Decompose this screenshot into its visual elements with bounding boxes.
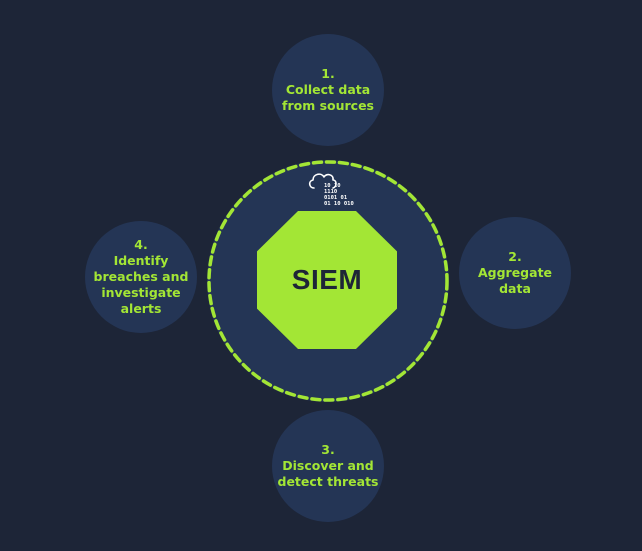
step-label-line: Discover and bbox=[282, 458, 374, 473]
siem-label: SIEM bbox=[291, 264, 363, 295]
step-number: 1. bbox=[321, 66, 335, 81]
step-label-line: Collect data bbox=[285, 82, 371, 97]
step-number: 4. bbox=[134, 237, 148, 252]
step-aggregate-data: 2. Aggregate data bbox=[459, 217, 571, 329]
step-label-line: alerts bbox=[120, 301, 162, 316]
step-number: 2. bbox=[508, 249, 522, 264]
cloud-icon bbox=[308, 173, 337, 189]
step-label-line: detect threats bbox=[277, 474, 379, 489]
siem-octagon: SIEM bbox=[257, 211, 397, 349]
step-label-line: data bbox=[499, 281, 531, 296]
step-identify-breaches: 4. Identify breaches and investigate ale… bbox=[85, 221, 197, 333]
step-label-line: Identify bbox=[113, 253, 169, 268]
step-label-line: investigate bbox=[101, 285, 181, 300]
binary-data-icon: 10 10 1110 0101 01 01 10 010 bbox=[324, 183, 354, 207]
step-number: 3. bbox=[321, 442, 335, 457]
step-detect-threats: 3. Discover and detect threats bbox=[272, 410, 384, 522]
step-label-line: Aggregate bbox=[477, 265, 553, 280]
step-collect-data: 1. Collect data from sources bbox=[272, 34, 384, 146]
step-label-line: breaches and bbox=[93, 269, 189, 284]
step-label-line: from sources bbox=[282, 98, 374, 113]
hub-dashed-border bbox=[207, 160, 449, 402]
